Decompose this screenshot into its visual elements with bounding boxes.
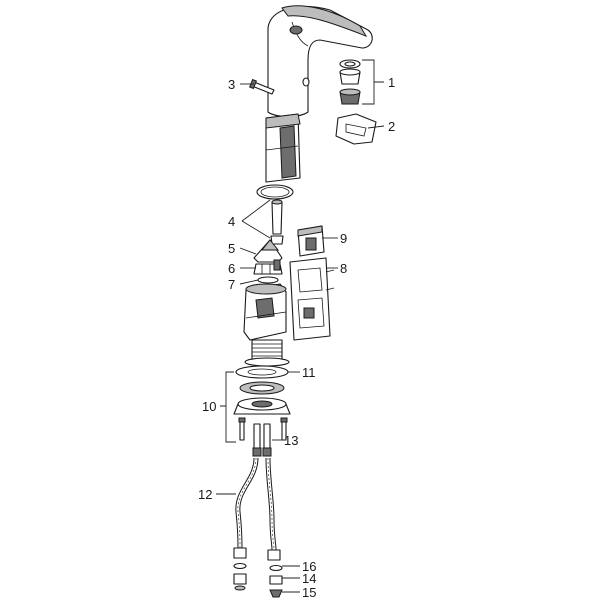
callout-14: 14 [302, 571, 316, 586]
callout-12: 12 [198, 487, 212, 502]
flexible-hoses-part [233, 457, 281, 561]
callout-16: 16 [302, 559, 316, 574]
callout-10: 10 [202, 399, 216, 414]
supply-tube-ends-part [252, 423, 272, 457]
callout-1: 1 [388, 75, 395, 90]
callout-3: 3 [228, 77, 235, 92]
valve-stem-part [270, 199, 284, 245]
callout-8: 8 [340, 261, 347, 276]
small-fittings-part [233, 562, 283, 598]
mounting-set-part [233, 381, 291, 441]
callout-9: 9 [340, 231, 347, 246]
valve-nut-part [253, 259, 283, 275]
callout-15: 15 [302, 585, 316, 600]
battery-cap-part [297, 225, 325, 257]
callout-4: 4 [228, 214, 235, 229]
faucet-body [267, 5, 373, 118]
small-seal-part [257, 276, 279, 284]
leader-lines [216, 59, 385, 593]
callout-13: 13 [284, 433, 298, 448]
callout-6: 6 [228, 261, 235, 276]
aerator-key-part [335, 113, 377, 145]
callout-2: 2 [388, 119, 395, 134]
callout-11: 11 [302, 365, 316, 380]
washer-part [235, 365, 289, 379]
aerator-part [339, 59, 361, 105]
control-bracket-part [289, 257, 335, 341]
callout-5: 5 [228, 241, 235, 256]
callout-7: 7 [228, 277, 235, 292]
lower-housing-part [243, 283, 290, 367]
valve-cone-part [253, 239, 283, 263]
electronic-module-part [265, 113, 301, 183]
